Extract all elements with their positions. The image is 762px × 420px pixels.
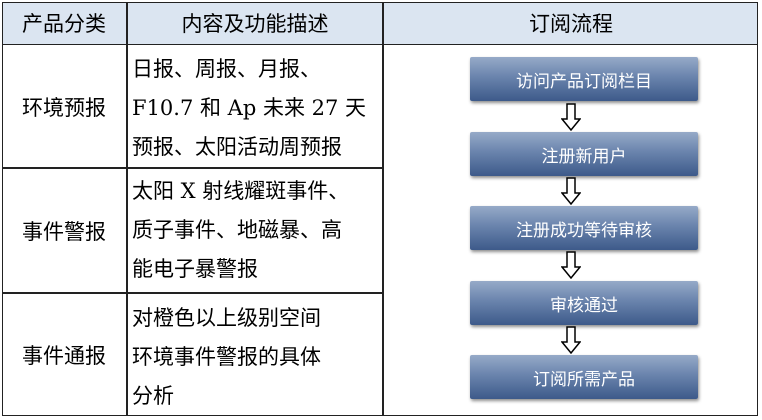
down-arrow-icon xyxy=(561,177,581,205)
down-arrow-icon xyxy=(561,326,581,354)
flow-step-approved: 审核通过 xyxy=(470,281,698,325)
row-category: 事件警报 xyxy=(22,219,106,244)
row-category: 事件通报 xyxy=(22,344,106,368)
row-divider xyxy=(2,167,383,169)
header-flow-label: 订阅流程 xyxy=(529,12,613,36)
row-description: 日报、周报、月报、 F10.7 和 Ap 未来 27 天 预报、太阳活动周预报 xyxy=(132,50,378,167)
row-description: 太阳 X 射线耀斑事件、 质子事件、地磁暴、高 能电子暴警报 xyxy=(132,172,378,289)
header-description-label: 内容及功能描述 xyxy=(181,12,329,36)
description-line: 分析 xyxy=(132,384,174,408)
row-description: 对橙色以上级别空间 环境事件警报的具体 分析 xyxy=(132,299,378,416)
description-line: 预报、太阳活动周预报 xyxy=(132,135,342,159)
description-line: 对橙色以上级别空间 xyxy=(132,306,321,330)
flow-step-await-review: 注册成功等待审核 xyxy=(470,206,698,250)
header-flow: 订阅流程 xyxy=(384,2,758,45)
description-line: 能电子暴警报 xyxy=(132,257,258,281)
description-line: 环境事件警报的具体 xyxy=(132,345,321,369)
header-category: 产品分类 xyxy=(2,2,126,45)
flow-step-subscribe: 订阅所需产品 xyxy=(470,355,698,399)
down-arrow-icon xyxy=(561,103,581,131)
row-divider xyxy=(2,292,383,294)
column-divider xyxy=(382,2,384,416)
column-divider xyxy=(126,2,128,416)
down-arrow-icon xyxy=(561,251,581,279)
product-table: 产品分类 内容及功能描述 订阅流程 环境预报 日报、周报、月报、 F10.7 和… xyxy=(2,2,758,416)
description-line: 日报、周报、月报、 xyxy=(132,57,321,81)
flow-step-visit: 访问产品订阅栏目 xyxy=(470,57,698,101)
description-line: F10.7 和 Ap 未来 27 天 xyxy=(132,96,367,120)
table-border xyxy=(2,2,758,416)
description-line: 太阳 X 射线耀斑事件、 xyxy=(132,179,350,203)
description-line: 质子事件、地磁暴、高 xyxy=(132,218,342,242)
flow-step-register: 注册新用户 xyxy=(470,132,698,176)
header-category-label: 产品分类 xyxy=(22,12,106,36)
row-category: 环境预报 xyxy=(22,95,106,120)
header-description: 内容及功能描述 xyxy=(128,2,382,45)
